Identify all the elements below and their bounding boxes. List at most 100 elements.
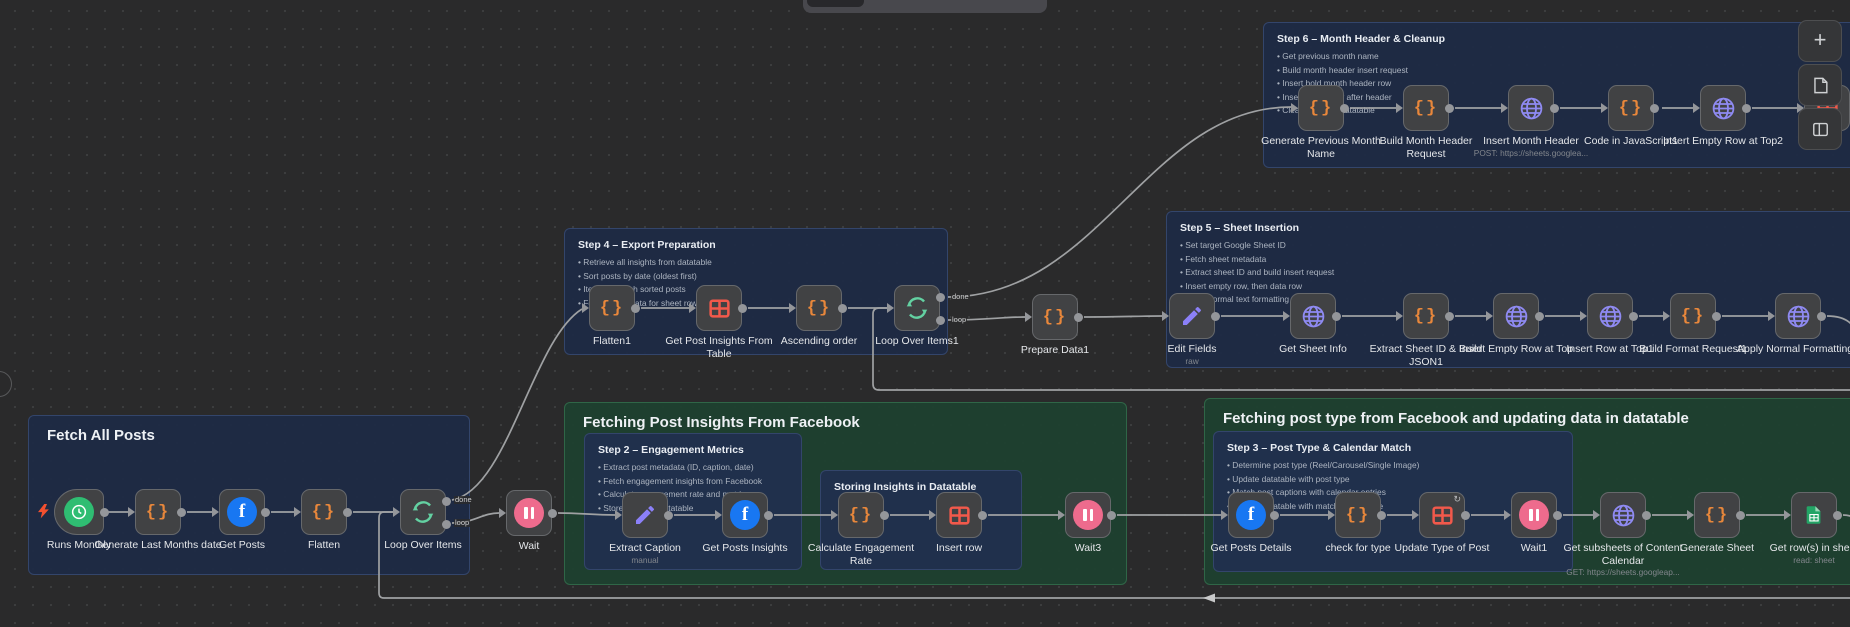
input-port[interactable] [1328, 510, 1335, 520]
node-runs-monthly[interactable]: Runs Monthly [47, 489, 111, 551]
input-port[interactable] [1396, 103, 1403, 113]
toggle-panel-button[interactable] [1798, 108, 1842, 150]
input-port[interactable] [1162, 311, 1169, 321]
output-port[interactable] [1445, 103, 1454, 113]
output-port-loop[interactable] [936, 315, 945, 325]
output-port[interactable] [631, 303, 640, 313]
input-port[interactable] [789, 303, 796, 313]
input-port[interactable] [1486, 311, 1493, 321]
input-port[interactable] [689, 303, 696, 313]
output-port[interactable] [880, 510, 889, 520]
node-insert-empty-row-at-top2[interactable]: Insert Empty Row at Top2 [1663, 85, 1783, 147]
add-node-button[interactable]: + [1798, 20, 1842, 62]
output-port[interactable] [1817, 311, 1826, 321]
output-port[interactable] [177, 507, 186, 517]
node-generate-last-months-date[interactable]: {} Generate Last Months date [94, 489, 222, 551]
node-insert-row-at-top1[interactable]: Insert Row at Top1 [1566, 293, 1654, 355]
group-step5[interactable]: Step 5 – Sheet Insertion Set target Goog… [1166, 211, 1850, 368]
input-port[interactable] [1058, 510, 1065, 520]
input-port[interactable] [887, 303, 894, 313]
node-ascending-order[interactable]: {} Ascending order [781, 285, 857, 347]
node-flatten[interactable]: {} Flatten [294, 489, 352, 551]
node-generate-sheet[interactable]: {} Generate Sheet [1680, 492, 1754, 554]
node-extract-sheet-id[interactable]: {} Extract Sheet ID & Build JSON1 [1370, 293, 1482, 368]
input-port[interactable] [393, 507, 400, 517]
input-port[interactable] [929, 510, 936, 520]
input-port[interactable] [1291, 103, 1298, 113]
output-port[interactable] [548, 508, 557, 518]
output-port-done[interactable] [936, 293, 945, 302]
add-sticky-note-button[interactable] [1798, 64, 1842, 106]
node-get-posts[interactable]: f Get Posts [212, 489, 270, 551]
tab-editor[interactable]: Editor [807, 0, 865, 7]
node-build-format-request1[interactable]: {} Build Format Request1 [1639, 293, 1747, 355]
output-port[interactable] [1340, 103, 1349, 113]
node-get-post-insights-from-table[interactable]: Get Post Insights From Table [665, 285, 773, 360]
output-port[interactable] [1270, 510, 1279, 520]
input-port[interactable] [1797, 103, 1804, 113]
input-port[interactable] [1412, 510, 1419, 520]
node-prepare-data1[interactable]: {} Prepare Data1 [1021, 294, 1089, 356]
output-port[interactable] [764, 510, 773, 520]
output-port-loop[interactable] [442, 519, 451, 529]
node-wait1[interactable]: Wait1 [1504, 492, 1562, 554]
node-apply-normal-formatting1[interactable]: Apply Normal Formatting1 [1737, 293, 1850, 355]
input-port[interactable] [1601, 103, 1608, 113]
output-port[interactable] [261, 507, 270, 517]
node-code-in-javascript1[interactable]: {} Code in JavaScript1 [1584, 85, 1678, 147]
output-port[interactable] [1742, 103, 1751, 113]
output-port[interactable] [1650, 103, 1659, 113]
output-port[interactable] [1736, 510, 1745, 520]
output-port[interactable] [1712, 311, 1721, 321]
input-port[interactable] [1687, 510, 1694, 520]
input-port[interactable] [1504, 510, 1511, 520]
output-port[interactable] [1211, 311, 1220, 321]
output-port[interactable] [1445, 311, 1454, 321]
input-port[interactable] [831, 510, 838, 520]
input-port[interactable] [615, 510, 622, 520]
node-get-sheet-info[interactable]: Get Sheet Info [1279, 293, 1347, 355]
input-port[interactable] [1221, 510, 1228, 520]
node-check-for-type[interactable]: {} check for type [1325, 492, 1391, 554]
output-port[interactable] [1535, 311, 1544, 321]
node-loop-over-items[interactable]: Loop Over Items [384, 489, 462, 551]
node-get-posts-insights[interactable]: f Get Posts Insights [702, 492, 788, 554]
input-port[interactable] [1663, 311, 1670, 321]
output-port[interactable] [1550, 103, 1559, 113]
input-port[interactable] [1580, 311, 1587, 321]
node-wait3[interactable]: Wait3 [1058, 492, 1116, 554]
output-port[interactable] [1642, 510, 1651, 520]
node-get-posts-details[interactable]: f Get Posts Details [1210, 492, 1292, 554]
input-port[interactable] [212, 507, 219, 517]
tab-evaluations[interactable]: Evaluations [949, 0, 1037, 7]
input-port[interactable] [715, 510, 722, 520]
tab-executions[interactable]: Executions [864, 0, 949, 7]
input-port[interactable] [1501, 103, 1508, 113]
input-port[interactable] [1396, 311, 1403, 321]
output-port[interactable] [1553, 510, 1562, 520]
node-insert-row[interactable]: Insert row [929, 492, 987, 554]
node-loop-over-items1[interactable]: Loop Over Items1 [875, 285, 959, 347]
input-port[interactable] [1283, 311, 1290, 321]
output-port[interactable] [343, 507, 352, 517]
node-update-type-of-post[interactable]: ↻ Update Type of Post [1395, 492, 1489, 554]
output-port[interactable] [1461, 510, 1470, 520]
input-port[interactable] [1693, 103, 1700, 113]
output-port[interactable] [1074, 312, 1083, 322]
node-flatten1[interactable]: {} Flatten1 [582, 285, 640, 347]
input-port[interactable] [1025, 312, 1032, 322]
node-generate-previous-month-name[interactable]: {} Generate Previous Month Name [1261, 85, 1381, 160]
input-port[interactable] [582, 303, 589, 313]
output-port[interactable] [978, 510, 987, 520]
output-port[interactable] [1377, 510, 1386, 520]
input-port[interactable] [294, 507, 301, 517]
output-port[interactable] [738, 303, 747, 313]
input-port[interactable] [1768, 311, 1775, 321]
group-step6[interactable]: Step 6 – Month Header & Cleanup Get prev… [1263, 22, 1850, 168]
input-port[interactable] [499, 508, 506, 518]
